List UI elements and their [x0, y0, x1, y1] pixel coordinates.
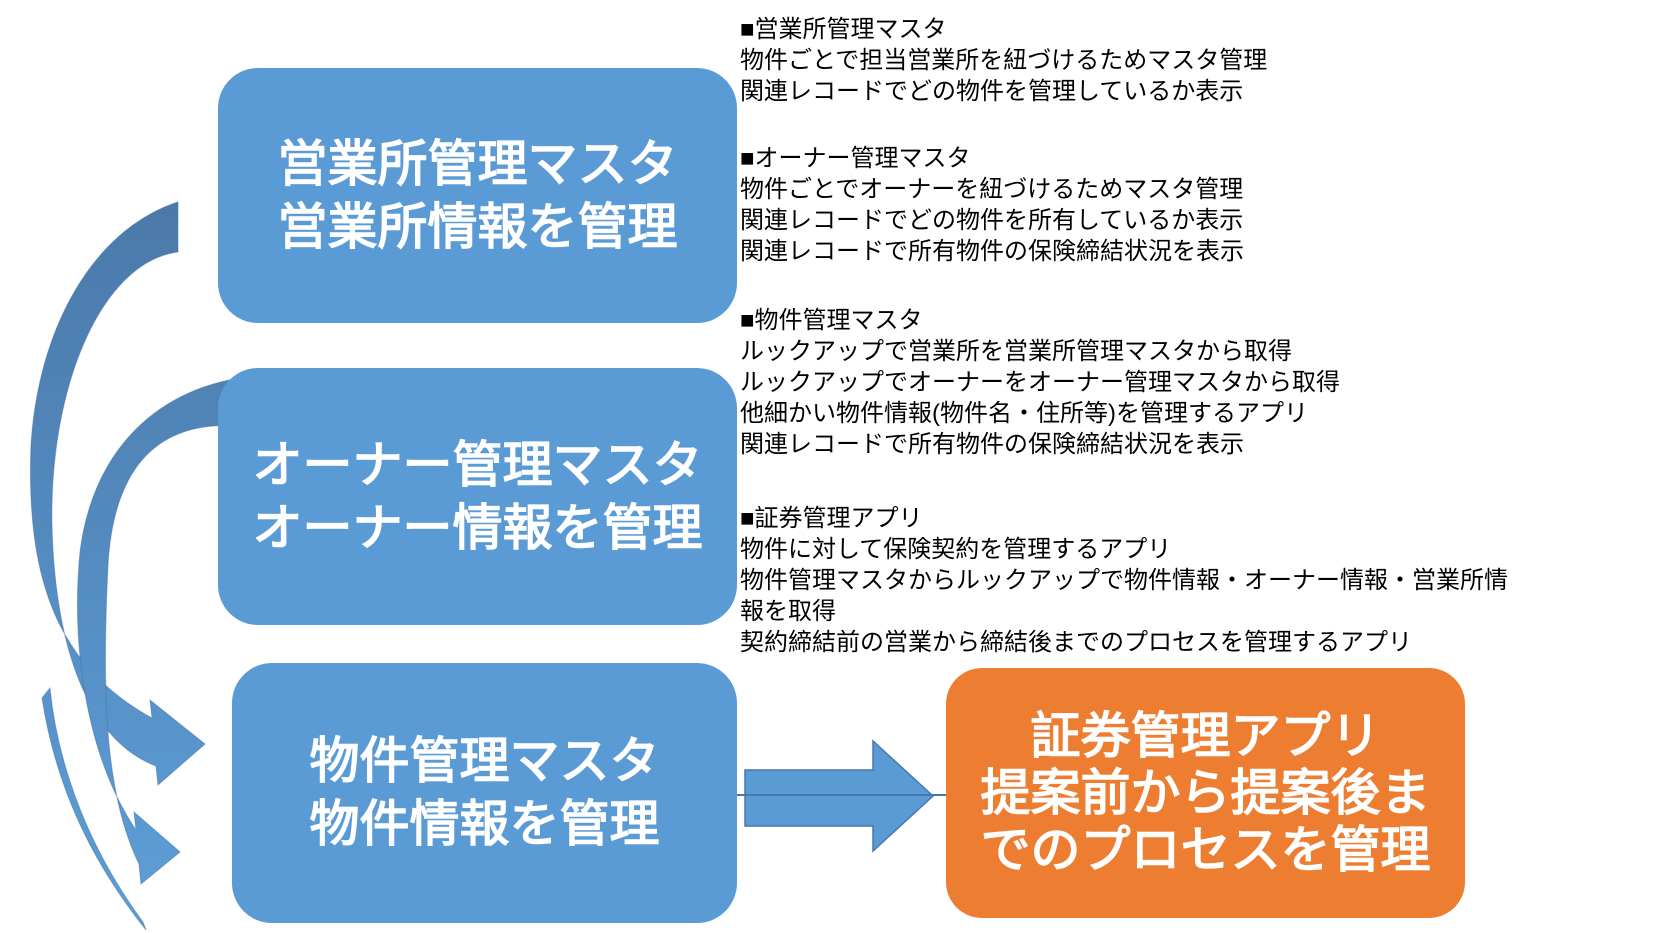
desc-section-office: ■営業所管理マスタ 物件ごとで担当営業所を紐づけるためマスタ管理 関連レコードで… — [740, 14, 1267, 107]
desc-office-heading: ■営業所管理マスタ — [740, 16, 947, 43]
box-owner-title: オーナー管理マスタ — [252, 436, 703, 493]
desc-property-heading: ■物件管理マスタ — [740, 307, 923, 334]
desc-section-owner: ■オーナー管理マスタ 物件ごとでオーナーを紐づけるためマスタ管理 関連レコードで… — [740, 143, 1244, 267]
desc-property-line: 他細かい物件情報(物件名・住所等)を管理するアプリ — [740, 400, 1308, 427]
box-policy-title: 証券管理アプリ — [1030, 707, 1381, 764]
desc-owner-line: 関連レコードでどの物件を所有しているか表示 — [740, 207, 1244, 234]
box-office-title: 営業所管理マスタ — [277, 135, 678, 192]
box-property-subtitle: 物件情報を管理 — [309, 796, 660, 852]
box-office-subtitle: 営業所情報を管理 — [277, 198, 678, 255]
desc-section-property: ■物件管理マスタ ルックアップで営業所を営業所管理マスタから取得 ルックアップで… — [740, 305, 1340, 460]
box-policy-line3: でのプロセスを管理 — [980, 821, 1431, 878]
box-owner-subtitle: オーナー情報を管理 — [252, 499, 703, 556]
desc-office-line: 物件ごとで担当営業所を紐づけるためマスタ管理 — [740, 47, 1268, 74]
box-owner-master: オーナー管理マスタ オーナー情報を管理 — [218, 368, 737, 625]
desc-policy-heading: ■証券管理アプリ — [740, 505, 923, 532]
desc-owner-line: 物件ごとでオーナーを紐づけるためマスタ管理 — [740, 176, 1244, 203]
desc-section-policy: ■証券管理アプリ 物件に対して保険契約を管理するアプリ 物件管理マスタからルック… — [740, 503, 1508, 658]
desc-property-line: ルックアップで営業所を営業所管理マスタから取得 — [740, 338, 1292, 365]
desc-office-line: 関連レコードでどの物件を管理しているか表示 — [740, 78, 1244, 105]
curved-arrow-owner-to-property — [76, 377, 241, 885]
box-policy-app: 証券管理アプリ 提案前から提案後ま でのプロセスを管理 — [946, 668, 1465, 918]
curved-arrow-office-to-property — [29, 201, 206, 787]
desc-policy-line: 報を取得 — [740, 598, 836, 625]
box-office-master: 営業所管理マスタ 営業所情報を管理 — [218, 68, 737, 323]
desc-policy-line: 契約締結前の営業から締結後までのプロセスを管理するアプリ — [740, 629, 1412, 656]
curved-arrow-tail-strand — [41, 686, 147, 931]
desc-policy-line: 物件管理マスタからルックアップで物件情報・オーナー情報・営業所情 — [740, 567, 1508, 594]
desc-owner-line: 関連レコードで所有物件の保険締結状況を表示 — [740, 238, 1244, 265]
box-policy-line2: 提案前から提案後ま — [980, 764, 1431, 821]
box-property-title: 物件管理マスタ — [309, 733, 660, 789]
desc-policy-line: 物件に対して保険契約を管理するアプリ — [740, 536, 1172, 563]
box-property-master: 物件管理マスタ 物件情報を管理 — [232, 663, 737, 923]
desc-property-line: ルックアップでオーナーをオーナー管理マスタから取得 — [740, 369, 1340, 396]
desc-owner-heading: ■オーナー管理マスタ — [740, 145, 971, 172]
desc-property-line: 関連レコードで所有物件の保険締結状況を表示 — [740, 431, 1244, 458]
